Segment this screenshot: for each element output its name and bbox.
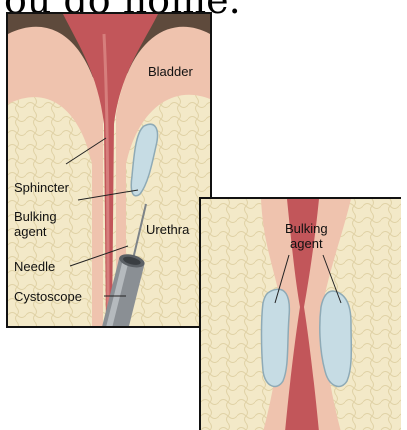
label-urethra: Urethra	[146, 222, 189, 237]
bulking-agent-right	[320, 291, 352, 386]
label-needle: Needle	[14, 259, 55, 274]
bulking-agent-left	[262, 289, 290, 386]
urethra-illustration	[8, 14, 210, 326]
inset-illustration-panel: Bulking agent	[199, 197, 401, 430]
label-sphincter: Sphincter	[14, 180, 69, 195]
label-bulking-agent: Bulking agent	[14, 209, 57, 239]
label-cystoscope: Cystoscope	[14, 289, 82, 304]
label-bladder: Bladder	[148, 64, 193, 79]
label-bulking-agent-inset: Bulking agent	[285, 221, 328, 251]
main-illustration-panel: Bladder Sphincter Bulking agent Urethra …	[6, 12, 212, 328]
